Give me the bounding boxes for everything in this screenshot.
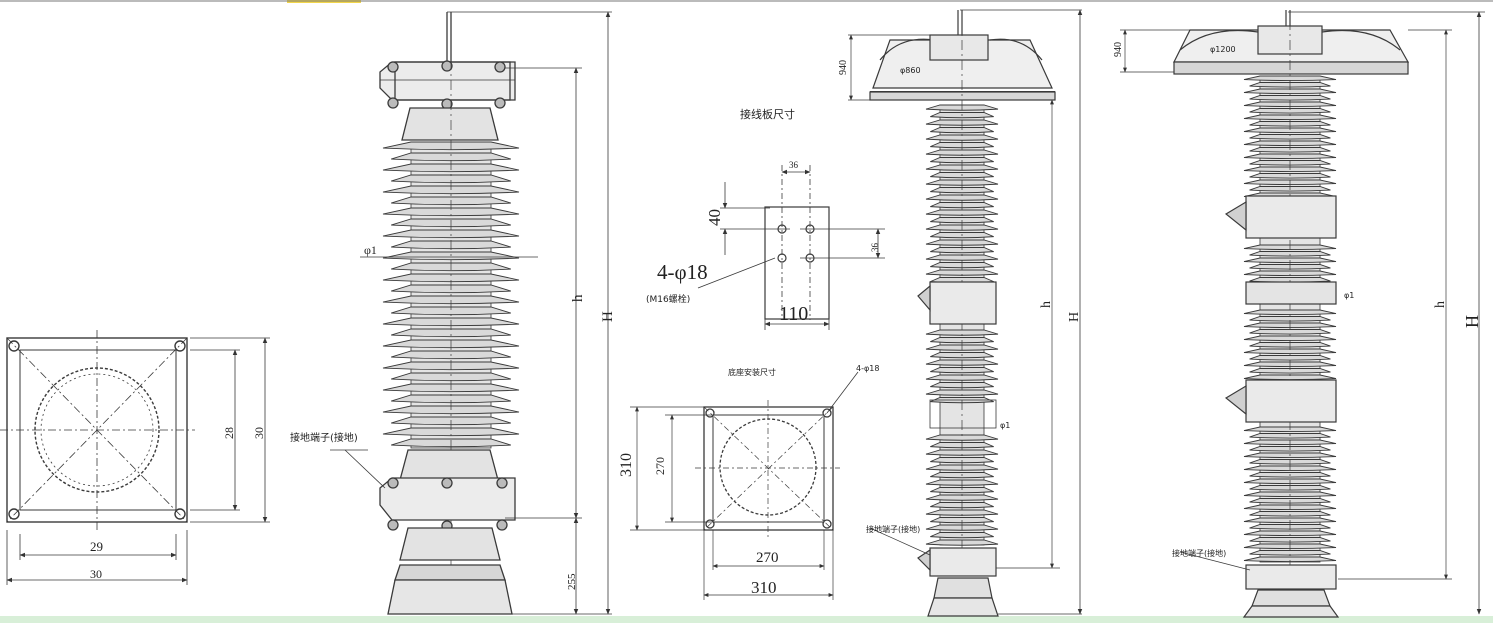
arrester-2-h-label: h	[1039, 301, 1054, 308]
insulator-shed	[391, 372, 511, 382]
insulator-shed	[382, 427, 520, 437]
insulator-shed	[925, 434, 999, 441]
arrester-2-ring-height: 940	[838, 60, 849, 75]
arrester-3	[1120, 10, 1485, 618]
insulator-shed	[1243, 309, 1337, 315]
base-plan-right-inner-h: 270	[756, 550, 779, 566]
base-plan-right-title: 底座安装尺寸	[728, 367, 776, 377]
arrester-3-mount-note: 接地端子(接地)	[1172, 548, 1226, 558]
insulator-shed	[1243, 75, 1337, 81]
left-height-outer: 30	[252, 427, 266, 439]
insulator-shed	[1243, 556, 1337, 562]
insulator-shed	[1249, 355, 1331, 361]
insulator-shed	[382, 273, 520, 283]
base-plan-left	[0, 330, 270, 585]
insulator-shed	[1243, 348, 1337, 354]
left-width-inner: 29	[90, 539, 103, 554]
insulator-shed	[1249, 537, 1331, 543]
mounting-hole-width: 110	[779, 303, 808, 325]
mounting-hole-note: (M16螺栓)	[646, 293, 690, 305]
arrester-2	[848, 9, 1083, 617]
insulator-shed	[1243, 114, 1337, 120]
insulator-shed	[391, 174, 511, 184]
insulator-shed	[1243, 153, 1337, 159]
insulator-shed	[925, 194, 999, 201]
mounting-hole-title: 接线板尺寸	[740, 107, 795, 121]
arrester-3-ring-label: φ1200	[1210, 45, 1236, 54]
arrester-1-H-label: H	[600, 311, 616, 322]
insulator-shed	[925, 209, 999, 216]
arrester-2-shed-label: φ1	[1000, 421, 1010, 430]
insulator-shed	[925, 449, 999, 456]
insulator-shed	[925, 269, 999, 276]
base-plan-right-hole-note: 4-φ18	[856, 364, 879, 373]
insulator-shed	[391, 152, 511, 162]
insulator-shed	[925, 134, 999, 141]
insulator-shed	[930, 487, 994, 494]
left-height-inner: 28	[222, 427, 236, 439]
mounting-hole-side-dim: 36	[870, 243, 880, 253]
arrester-3-h-label: h	[1433, 301, 1448, 308]
insulator-shed	[925, 509, 999, 516]
insulator-shed	[1249, 511, 1331, 517]
insulator-shed	[1243, 270, 1337, 276]
left-width-outer: 30	[90, 567, 102, 581]
insulator-shed	[930, 127, 994, 134]
insulator-shed	[925, 329, 999, 336]
arrester-3-shed-label: φ1	[1344, 291, 1354, 300]
insulator-shed	[1243, 88, 1337, 94]
base-plan-right	[630, 371, 859, 600]
arrester-3-ring-height: 940	[1113, 42, 1124, 57]
mounting-hole-v-dim: 40	[705, 209, 724, 226]
insulator-shed	[925, 149, 999, 156]
bottom-color-band	[0, 616, 1493, 623]
insulator-shed	[925, 494, 999, 501]
insulator-shed	[1243, 127, 1337, 133]
insulator-shed	[1249, 134, 1331, 140]
arrester-1-shed-label: φ1	[364, 243, 377, 257]
base-plan-right-outer-h: 310	[751, 578, 777, 597]
arrester-1-mount-note: 接地端子(接地)	[290, 431, 358, 444]
insulator-shed	[930, 367, 994, 374]
insulator-shed	[391, 306, 511, 316]
mounting-hole-spec: 4-φ18	[657, 260, 708, 284]
arrester-3-H-label: H	[1462, 315, 1482, 328]
insulator-shed	[382, 207, 520, 217]
arrester-2-mount-note: 接地端子(接地)	[866, 524, 920, 534]
insulator-shed	[1249, 251, 1331, 257]
insulator-shed	[930, 187, 994, 194]
base-plan-right-inner-v: 270	[653, 457, 667, 475]
insulator-shed	[1249, 329, 1331, 335]
base-plan-right-outer-v: 310	[618, 453, 635, 477]
mounting-hole-detail	[697, 165, 885, 330]
arrester-1	[330, 11, 612, 615]
insulator-shed	[925, 374, 999, 381]
insulator-shed	[391, 394, 511, 404]
insulator-shed	[382, 295, 520, 305]
mounting-hole-top-dim: 36	[789, 160, 799, 170]
insulator-shed	[925, 254, 999, 261]
insulator-shed	[1249, 95, 1331, 101]
insulator-shed	[925, 389, 999, 396]
insulator-shed	[1249, 368, 1331, 374]
insulator-shed	[1249, 108, 1331, 114]
insulator-shed	[1243, 530, 1337, 536]
insulator-shed	[930, 247, 994, 254]
arrester-1-base-height: 255	[566, 573, 578, 590]
insulator-shed	[1243, 335, 1337, 341]
insulator-shed	[382, 229, 520, 239]
arrester-1-h-label: h	[570, 294, 586, 302]
arrester-2-H-label: H	[1067, 312, 1082, 322]
insulator-shed	[1249, 550, 1331, 556]
insulator-shed	[391, 328, 511, 338]
insulator-shed	[1249, 316, 1331, 322]
arrester-2-ring-label: φ860	[900, 66, 921, 75]
